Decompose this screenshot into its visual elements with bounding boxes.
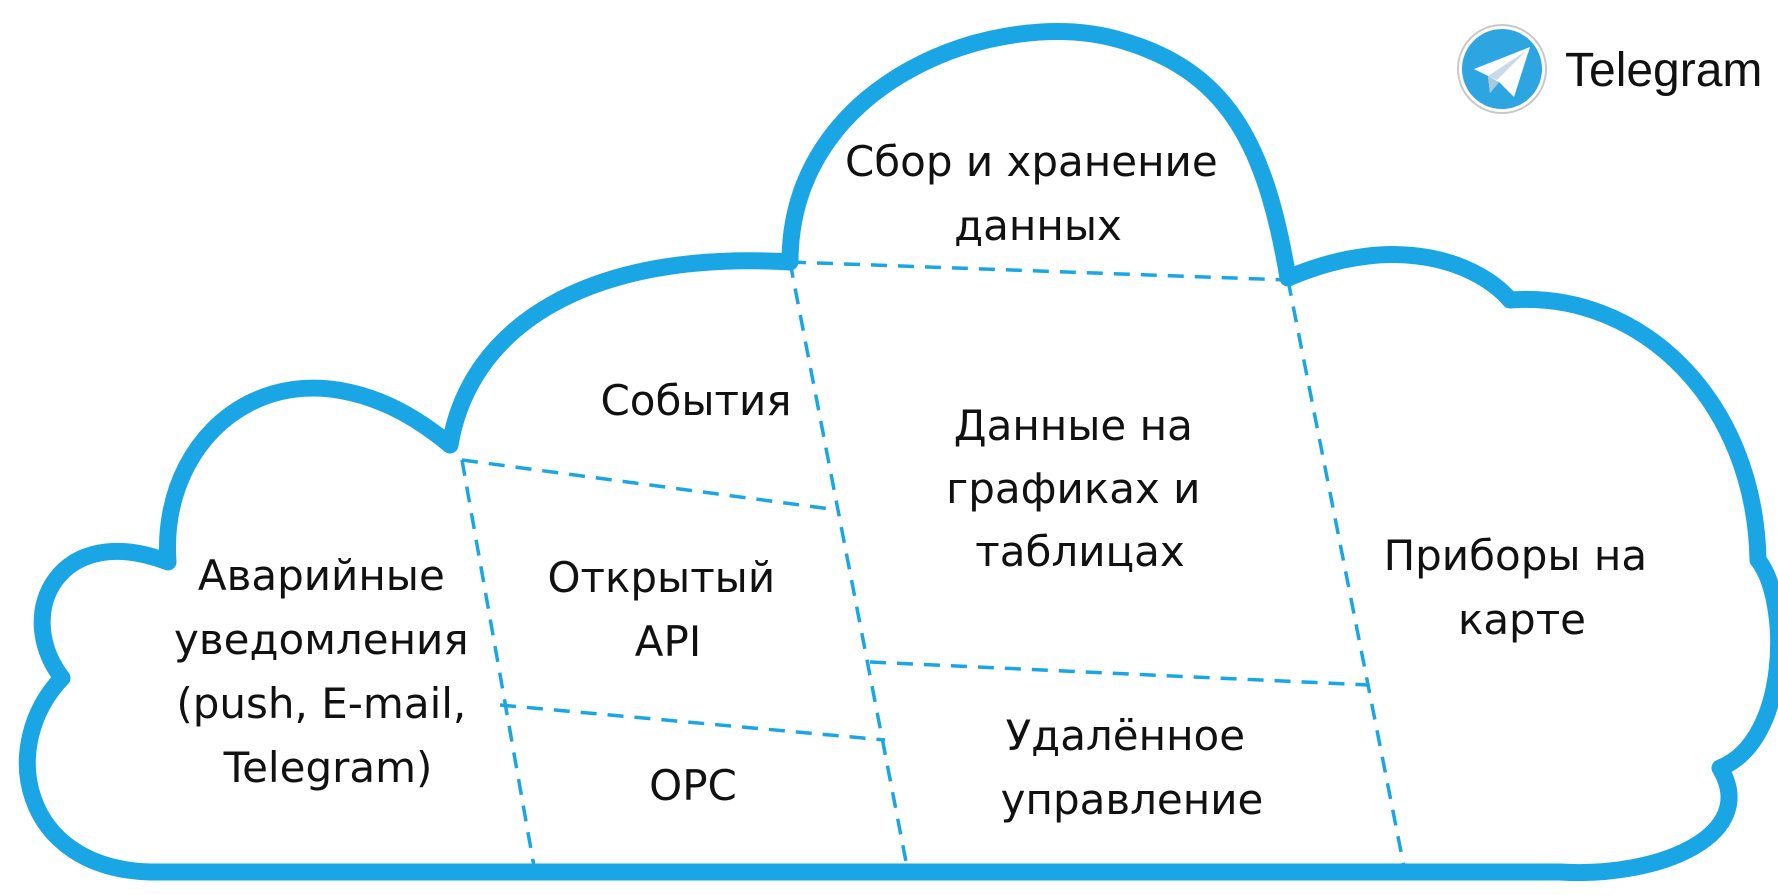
divider-line [460, 459, 537, 873]
cloud-outline [18, 23, 1778, 882]
label-line: Telegram) [223, 743, 433, 792]
label-line: уведомления [174, 615, 469, 664]
label-line: Сбор и хранение [845, 137, 1218, 186]
label-events: События [600, 376, 791, 425]
label-opc: OPC [649, 761, 737, 810]
label-line: Удалённое [1006, 711, 1246, 760]
label-open-api: Открытый API [548, 553, 789, 666]
divider-line [461, 458, 839, 512]
divider-line [788, 261, 910, 873]
label-charts-tables: Данные на графиках и таблицах [946, 401, 1214, 576]
label-devices-map: Приборы на карте [1384, 531, 1661, 644]
label-line: Приборы на [1384, 531, 1648, 580]
label-data-storage: Сбор и хранение данных [845, 137, 1231, 250]
label-line: Открытый [548, 553, 776, 602]
label-line: управление [1001, 775, 1264, 824]
label-line: События [600, 376, 791, 425]
region-dividers [460, 260, 1407, 873]
label-alerts: Аварийные уведомления (push, E-mail, Tel… [174, 551, 482, 792]
divider-line [789, 260, 1289, 282]
telegram-paper-plane-icon [1457, 24, 1547, 114]
label-line: карте [1458, 595, 1586, 644]
label-line: таблицах [975, 527, 1184, 576]
label-line: OPC [649, 761, 737, 810]
telegram-wordmark: Telegram [1565, 44, 1762, 97]
label-line: Аварийные [198, 551, 445, 600]
label-remote-control: Удалённое управление [1001, 711, 1264, 824]
divider-line [499, 703, 886, 742]
label-line: графиках и [946, 464, 1200, 513]
label-line: Данные на [954, 401, 1193, 450]
divider-line [869, 660, 1369, 687]
telegram-logo: Telegram [1457, 24, 1762, 114]
label-line: (push, E-mail, [176, 679, 466, 728]
label-line: API [635, 617, 701, 666]
label-line: данных [954, 201, 1122, 250]
divider-line [1286, 279, 1407, 873]
